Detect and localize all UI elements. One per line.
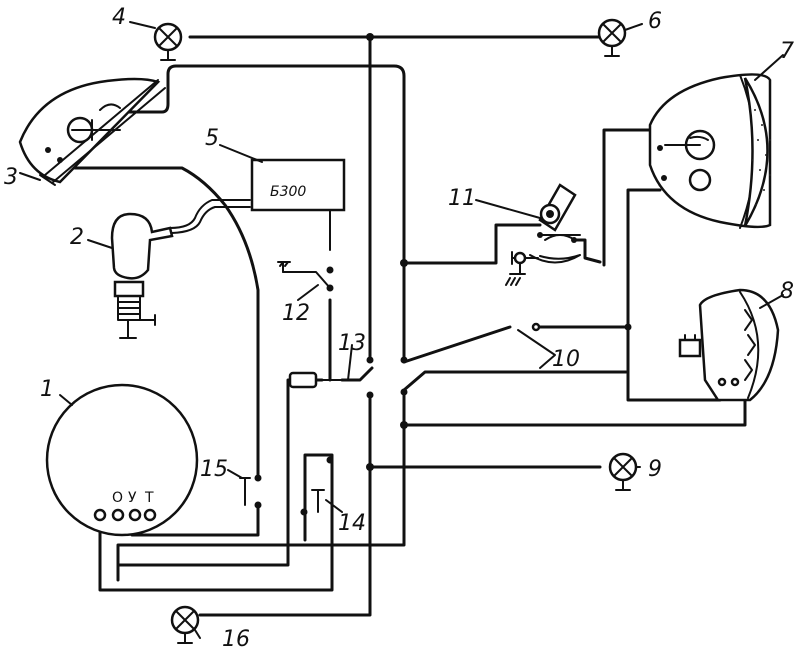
wire-headlight-top	[602, 128, 652, 267]
wire-11-to-7	[572, 238, 602, 264]
ignition-coil: Б300	[250, 158, 346, 212]
fuse-13	[288, 371, 343, 389]
terminal-u-label: У	[128, 490, 137, 506]
junction	[366, 356, 374, 364]
wire-to-switch-11	[402, 223, 542, 265]
wire-to-lamp-8	[402, 383, 747, 427]
label-7: 7	[780, 39, 794, 64]
wire-tail-to-15	[73, 166, 260, 480]
label-16: 16	[222, 627, 250, 652]
headlight	[648, 73, 772, 229]
switch-10-lever-a	[402, 325, 512, 364]
lamp-4	[153, 22, 183, 61]
junction	[624, 323, 632, 331]
lamp-16	[170, 605, 200, 644]
junction	[326, 284, 334, 292]
wiring	[73, 35, 747, 617]
junction	[366, 33, 374, 41]
label-4: 4	[112, 5, 126, 30]
terminal-t-label: Т	[144, 490, 154, 506]
junction	[254, 501, 262, 509]
junction	[300, 508, 308, 516]
terminal-o-label: О	[112, 490, 123, 506]
label-5: 5	[205, 126, 219, 151]
label-15: 15	[200, 457, 228, 482]
wire-right-column-lower	[116, 390, 406, 582]
wire-coil-to-plug	[169, 199, 251, 229]
junction	[326, 456, 334, 464]
label-11: 11	[448, 186, 476, 211]
label-12: 12	[282, 301, 310, 326]
label-14: 14	[338, 511, 366, 536]
label-8: 8	[780, 279, 794, 304]
wire-switch-10-b	[402, 370, 628, 392]
wire-coil-to-plug-2	[171, 206, 251, 234]
switch-12-blade	[282, 271, 331, 289]
label-9: 9	[648, 457, 662, 482]
label-6: 6	[648, 9, 662, 34]
ground-12	[277, 261, 291, 273]
junction	[400, 388, 408, 396]
terminal	[531, 322, 541, 332]
generator: О У Т	[45, 383, 199, 537]
wire-to-lamp-16	[198, 393, 372, 617]
leader-lines	[19, 21, 784, 639]
spark-plug	[110, 212, 174, 339]
junction	[400, 259, 408, 267]
junction	[254, 474, 262, 482]
labels: 4 6 7 3 5 2 11 12 13 8 10 1 9 15 14 16	[4, 5, 794, 652]
tail-light	[18, 77, 166, 186]
label-1: 1	[40, 377, 54, 402]
label-2: 2	[70, 225, 84, 250]
side-light	[678, 288, 780, 402]
wire-switch-13	[340, 366, 374, 382]
wire-tail-loop	[118, 64, 406, 362]
junction	[366, 463, 374, 471]
label-10: 10	[552, 347, 580, 372]
switch-15	[239, 477, 251, 506]
lamp-9	[608, 452, 638, 491]
junction	[366, 391, 374, 399]
junction	[400, 421, 408, 429]
coil-label: Б300	[270, 184, 306, 200]
label-13: 13	[338, 331, 366, 356]
label-3: 3	[4, 165, 18, 190]
lamp-6	[597, 18, 627, 57]
switch-11	[505, 183, 581, 286]
switch-14	[311, 489, 325, 513]
junction	[326, 266, 334, 274]
junction	[400, 356, 408, 364]
junctions	[254, 33, 632, 516]
